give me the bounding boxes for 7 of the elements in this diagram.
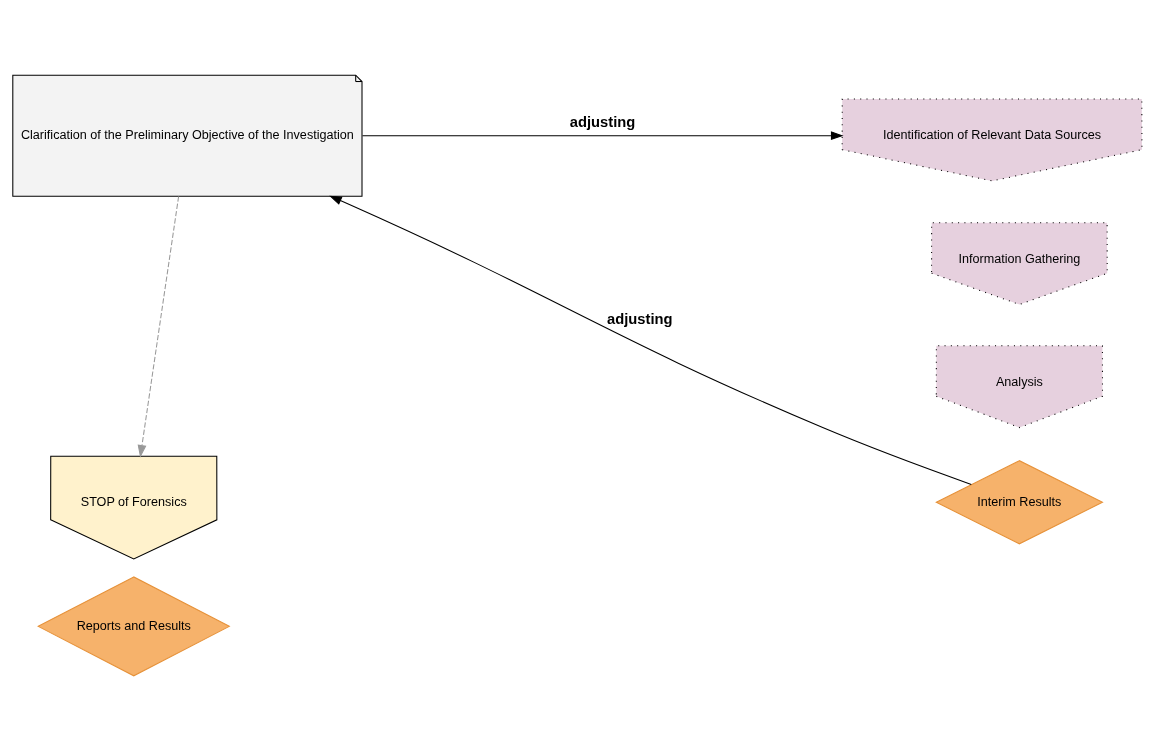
edge-label: adjusting [607,310,673,327]
arrow [361,131,844,141]
arrow [137,196,180,458]
arrow [329,195,972,485]
edge-label: adjusting [569,114,636,131]
node-diamond: Interim Results [935,460,1104,545]
node-diamond: Reports and Results [37,576,231,677]
